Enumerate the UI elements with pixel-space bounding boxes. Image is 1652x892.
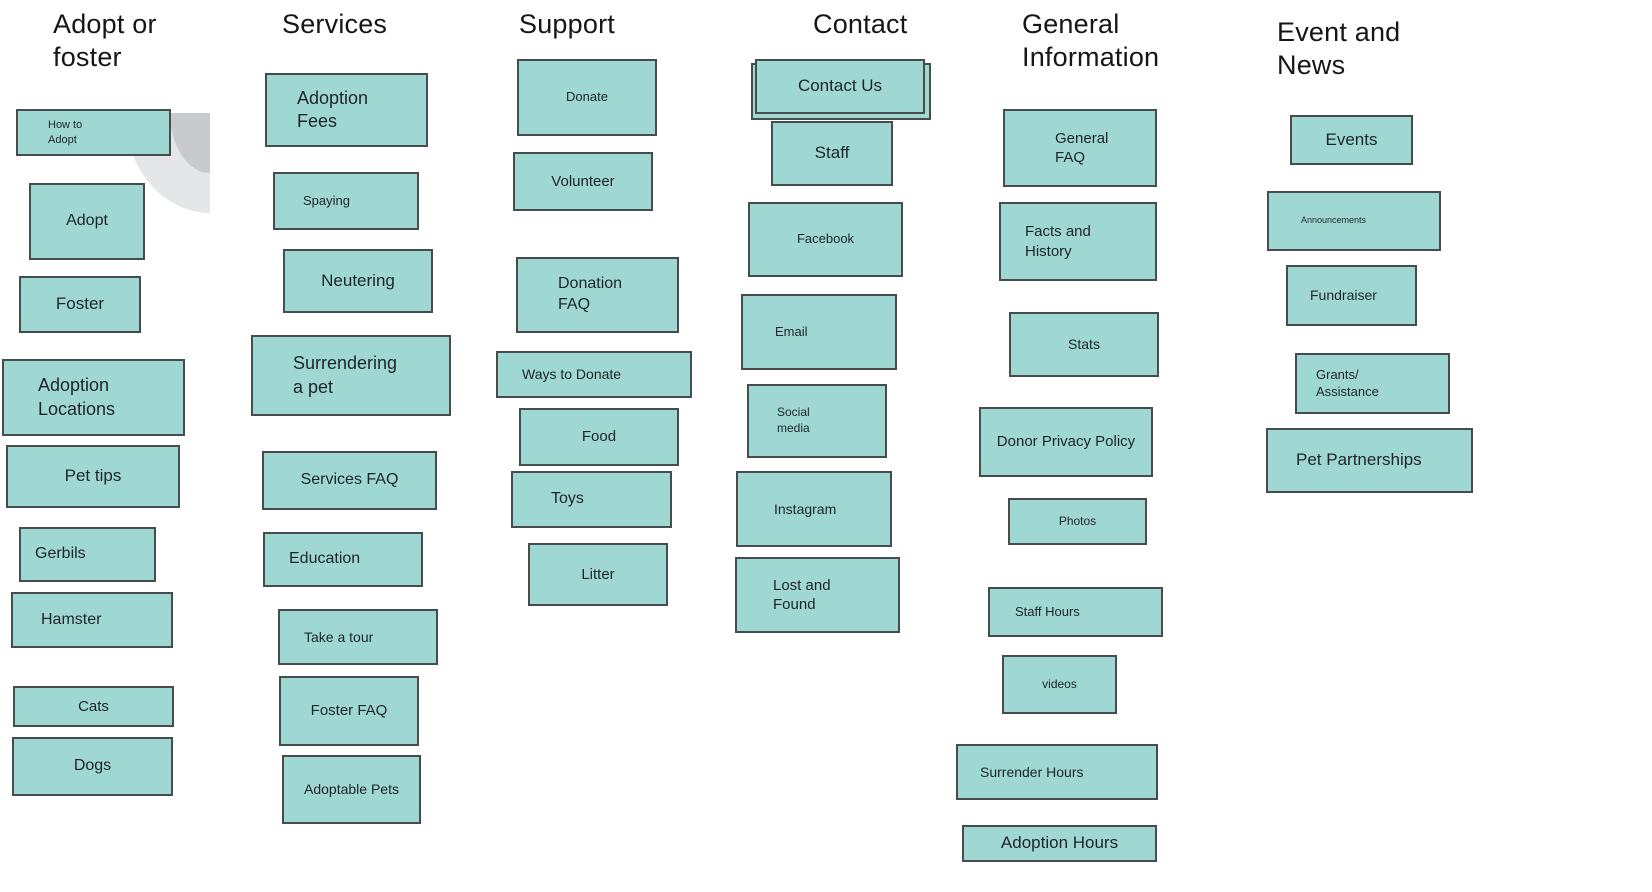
- column-header-adopt-or-foster[interactable]: Adopt or foster: [53, 9, 157, 73]
- card-litter[interactable]: Litter: [528, 543, 668, 606]
- column-header-services[interactable]: Services: [282, 9, 388, 39]
- card-foster[interactable]: Foster: [19, 276, 141, 333]
- card-label: Facebook: [796, 231, 855, 247]
- card-label: Staff: [814, 143, 850, 163]
- card-donation-faq[interactable]: Donation FAQ: [516, 257, 679, 333]
- card-label: Adoptable Pets: [304, 781, 399, 798]
- card-ways-to-donate[interactable]: Ways to Donate: [496, 351, 692, 398]
- card-label: Toys: [551, 490, 584, 508]
- card-label: Donation FAQ: [558, 275, 623, 313]
- card-label: videos: [1042, 676, 1077, 691]
- card-staff-hours[interactable]: Staff Hours: [988, 587, 1163, 637]
- card-adoption-hours[interactable]: Adoption Hours: [962, 825, 1157, 862]
- card-label: Volunteer: [551, 172, 615, 190]
- card-label: Pet tips: [64, 466, 122, 486]
- card-label: Education: [289, 550, 361, 568]
- column-header-support[interactable]: Support: [519, 9, 615, 39]
- card-label: How to Adopt: [48, 119, 83, 146]
- column-header-contact[interactable]: Contact: [813, 9, 908, 39]
- card-label: Stats: [1068, 336, 1100, 353]
- card-adoption-fees[interactable]: Adoption Fees: [265, 73, 428, 147]
- card-facts-and-history[interactable]: Facts and History: [999, 202, 1157, 281]
- card-donate[interactable]: Donate: [517, 59, 657, 136]
- card-label: Litter: [581, 565, 615, 583]
- card-photos[interactable]: Photos: [1008, 498, 1147, 545]
- card-label: Facts and History: [1025, 223, 1091, 260]
- card-foster-faq[interactable]: Foster FAQ: [279, 676, 419, 746]
- card-label: Surrender Hours: [980, 763, 1084, 780]
- card-cats[interactable]: Cats: [13, 686, 174, 727]
- card-gerbils[interactable]: Gerbils: [19, 527, 156, 582]
- card-food[interactable]: Food: [519, 408, 679, 466]
- card-grants-assistance[interactable]: Grants/ Assistance: [1295, 353, 1450, 414]
- card-label: Photos: [1058, 513, 1097, 528]
- card-label: Gerbils: [35, 545, 86, 563]
- card-videos[interactable]: videos: [1002, 655, 1117, 714]
- card-label: Take a tour: [304, 628, 374, 645]
- card-email[interactable]: Email: [741, 294, 897, 370]
- card-label: Ways to Donate: [522, 366, 622, 383]
- card-label: Contact Us: [797, 76, 883, 96]
- card-label: Announcements: [1301, 215, 1367, 226]
- card-label: Food: [581, 428, 617, 446]
- card-label: Foster FAQ: [310, 702, 388, 720]
- card-neutering[interactable]: Neutering: [283, 249, 433, 313]
- card-how-to-adopt[interactable]: How to Adopt: [16, 109, 171, 156]
- card-label: Adoption Locations: [38, 375, 116, 419]
- card-volunteer[interactable]: Volunteer: [513, 152, 653, 211]
- card-adopt[interactable]: Adopt: [29, 183, 145, 260]
- card-label: Grants/ Assistance: [1316, 366, 1379, 399]
- card-fundraiser[interactable]: Fundraiser: [1286, 265, 1417, 326]
- card-dogs[interactable]: Dogs: [12, 737, 173, 796]
- card-services-faq[interactable]: Services FAQ: [262, 451, 437, 510]
- card-donor-privacy-policy[interactable]: Donor Privacy Policy: [979, 407, 1153, 477]
- card-general-faq[interactable]: General FAQ: [1003, 109, 1157, 187]
- card-label: Adopt: [66, 212, 108, 230]
- card-label: Foster: [55, 294, 105, 314]
- card-staff[interactable]: Staff: [771, 121, 893, 186]
- card-facebook[interactable]: Facebook: [748, 202, 903, 277]
- column-header-general-information[interactable]: General Information: [1022, 9, 1160, 73]
- card-contact-us[interactable]: Contact Us: [755, 59, 925, 114]
- card-label: Staff Hours: [1015, 603, 1080, 619]
- card-surrendering-a-pet[interactable]: Surrendering a pet: [251, 335, 451, 416]
- card-label: General FAQ: [1055, 129, 1109, 167]
- card-label: Services FAQ: [300, 471, 399, 489]
- card-label: Adoption Hours: [1000, 833, 1119, 853]
- card-label: Adoption Fees: [297, 87, 369, 131]
- card-label: Social media: [777, 405, 810, 435]
- card-label: Donate: [566, 89, 608, 105]
- card-stats[interactable]: Stats: [1009, 312, 1159, 377]
- card-label: Fundraiser: [1310, 287, 1377, 304]
- card-take-a-tour[interactable]: Take a tour: [278, 609, 438, 665]
- card-lost-and-found[interactable]: Lost and Found: [735, 557, 900, 633]
- card-label: Instagram: [774, 500, 837, 517]
- card-hamster[interactable]: Hamster: [11, 592, 173, 648]
- card-spaying[interactable]: Spaying: [273, 172, 419, 230]
- card-instagram[interactable]: Instagram: [736, 471, 892, 547]
- card-label: Neutering: [321, 270, 395, 290]
- card-label: Cats: [78, 697, 109, 715]
- card-label: Events: [1325, 129, 1378, 149]
- card-label: Donor Privacy Policy: [996, 433, 1136, 451]
- card-adoptable-pets[interactable]: Adoptable Pets: [282, 755, 421, 824]
- card-events[interactable]: Events: [1290, 115, 1413, 165]
- card-social-media[interactable]: Social media: [747, 384, 887, 458]
- card-label: Lost and Found: [773, 576, 831, 614]
- column-header-event-and-news[interactable]: Event and News: [1277, 17, 1401, 81]
- card-education[interactable]: Education: [263, 532, 423, 587]
- card-label: Email: [775, 323, 808, 339]
- card-surrender-hours[interactable]: Surrender Hours: [956, 744, 1158, 800]
- card-label: Pet Partnerships: [1296, 450, 1422, 470]
- card-announcements[interactable]: Announcements: [1267, 191, 1441, 251]
- card-adoption-locations[interactable]: Adoption Locations: [2, 359, 185, 436]
- card-pet-partnerships[interactable]: Pet Partnerships: [1266, 428, 1473, 493]
- card-label: Hamster: [41, 610, 102, 628]
- card-toys[interactable]: Toys: [511, 471, 672, 528]
- card-label: Spaying: [303, 192, 350, 208]
- card-label: Dogs: [73, 757, 112, 775]
- card-label: Surrendering a pet: [293, 353, 398, 397]
- card-pet-tips[interactable]: Pet tips: [6, 445, 180, 508]
